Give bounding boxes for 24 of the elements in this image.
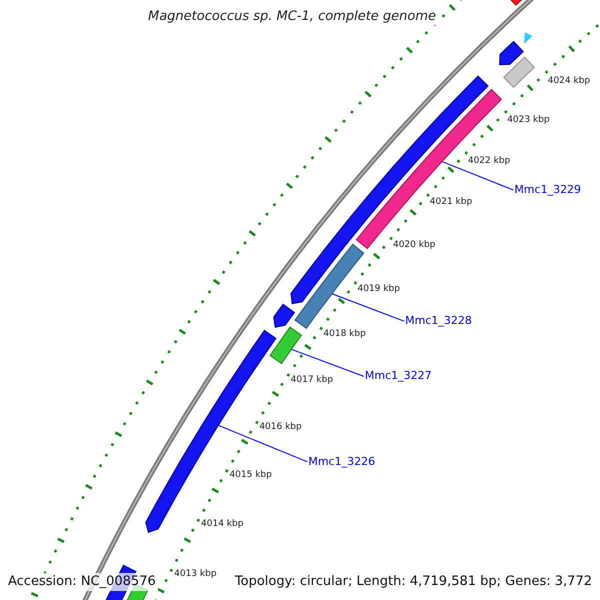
- tick-label: 4015 kbp: [229, 470, 272, 480]
- tick-label: 4020 kbp: [392, 240, 436, 250]
- tick-label: 4017 kbp: [290, 375, 334, 386]
- gene-label: Mmc1_3226: [308, 454, 376, 469]
- accession-text: Accession: NC_008576: [6, 573, 158, 591]
- leader-line: [441, 161, 514, 191]
- tick-label: 4024 kbp: [548, 76, 590, 86]
- tick-label: 4013 kbp: [174, 568, 217, 579]
- gene-feature: [269, 326, 302, 364]
- leader-line: [218, 424, 308, 462]
- tick-label: 4016 kbp: [259, 422, 302, 432]
- tick-label: 4021 kbp: [430, 197, 472, 208]
- genome-title: Magnetococcus sp. MC-1, complete genome: [146, 9, 438, 25]
- leader-line: [331, 293, 405, 322]
- leader-line: [290, 348, 364, 377]
- tick-label: 4018 kbp: [323, 329, 366, 340]
- gene-label: Mmc1_3229: [514, 183, 582, 198]
- tick-label: 4023 kbp: [507, 115, 550, 126]
- gene-label: Mmc1_3228: [405, 314, 472, 328]
- genome-info-text: Topology: circular; Length: 4,719,581 bp; Genes: 3,772: [232, 573, 594, 591]
- tick-label: 4014 kbp: [201, 519, 244, 530]
- gene-label: Mmc1_3227: [364, 369, 432, 384]
- tick-label: 4019 kbp: [358, 284, 400, 294]
- tick-label: 4022 kbp: [468, 156, 510, 166]
